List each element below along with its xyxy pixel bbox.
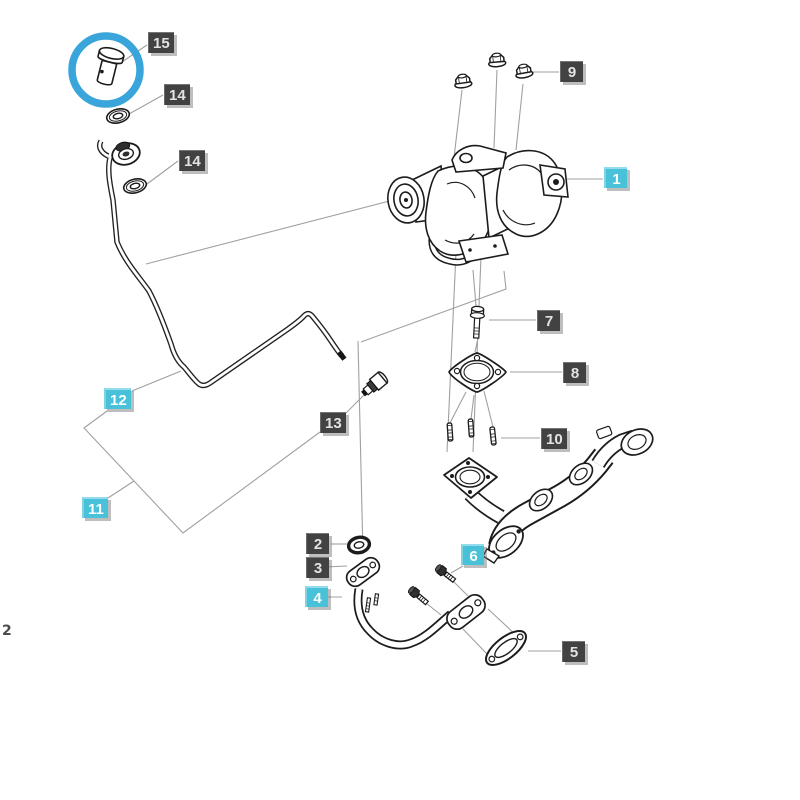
part-label-6[interactable]: 6 (461, 544, 484, 565)
part-label-12[interactable]: 12 (104, 388, 131, 409)
part-label-11[interactable]: 11 (82, 497, 108, 518)
part-bolt-7 (469, 305, 485, 339)
part-label-2[interactable]: 2 (306, 533, 329, 554)
part-oil-plug (96, 46, 125, 86)
part-pipe-flange (446, 593, 486, 631)
part-stud-1 (446, 422, 454, 442)
part-turbocharger (387, 144, 569, 266)
part-label-10[interactable]: 10 (541, 428, 567, 449)
part-label-14b[interactable]: 14 (179, 150, 205, 171)
part-drain-pipe (353, 588, 454, 650)
part-oil-feed-pipe (96, 139, 347, 389)
part-label-15[interactable]: 15 (148, 32, 174, 53)
part-washer-upper (104, 105, 132, 127)
part-stud-2 (467, 418, 475, 438)
part-drain-flange (345, 556, 381, 588)
part-label-13[interactable]: 13 (320, 412, 346, 433)
part-mount-bolt-1 (433, 562, 458, 585)
part-fitting-13 (361, 371, 389, 397)
part-flange-studs (364, 593, 380, 613)
pipe-end-tip (336, 350, 347, 361)
part-gasket-8 (448, 352, 507, 393)
part-outlet-gasket (485, 630, 527, 666)
part-label-9[interactable]: 9 (560, 61, 583, 82)
part-stud-3 (489, 426, 497, 446)
part-label-14a[interactable]: 14 (164, 84, 190, 105)
part-washer-lower (121, 175, 149, 197)
highlight-circle (68, 32, 144, 108)
part-label-4[interactable]: 4 (305, 586, 328, 607)
part-label-7[interactable]: 7 (537, 310, 560, 331)
part-label-1[interactable]: 1 (604, 167, 627, 188)
part-label-3[interactable]: 3 (306, 557, 329, 578)
part-label-5[interactable]: 5 (562, 641, 585, 662)
part-flange-nut-1 (452, 72, 473, 90)
part-exhaust-manifold (443, 425, 654, 564)
part-label-8[interactable]: 8 (563, 362, 586, 383)
stray-text: 2 (2, 623, 12, 639)
leader-lines (83, 44, 603, 656)
part-o-ring (346, 535, 372, 555)
part-mount-bolt-2 (406, 584, 431, 608)
part-flange-nut-3 (513, 62, 535, 80)
part-flange-nut-2 (487, 51, 507, 69)
part-banjo-fitting (111, 141, 141, 166)
